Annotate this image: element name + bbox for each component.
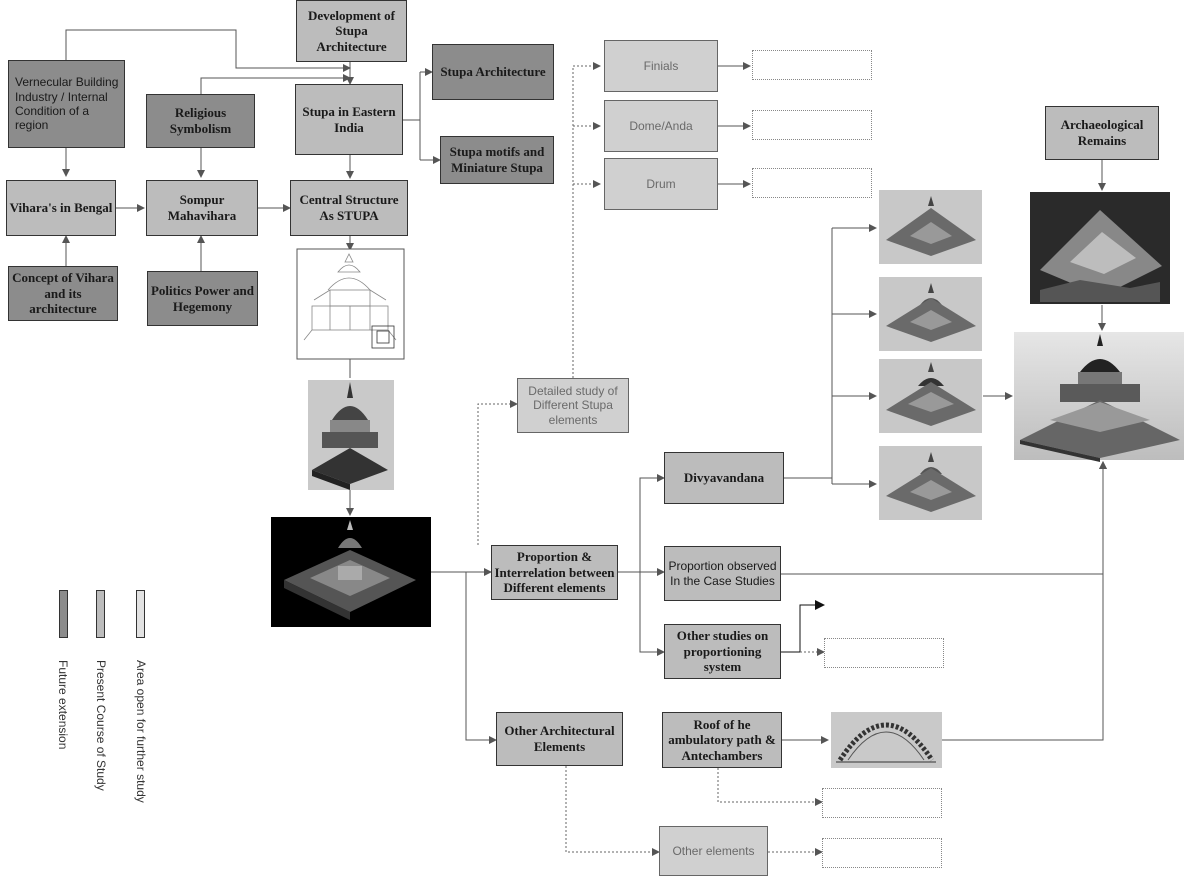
divyavandana-box: Divyavandana [664,452,784,504]
final-stupa-render [1014,332,1184,462]
drum-open-box [752,168,872,198]
other-architectural-box: Other Architectural Elements [496,712,623,766]
legend-present-swatch [96,590,105,638]
roof-open-box [822,788,942,818]
sompur-box: Sompur Mahavihara [146,180,258,236]
divyavandana-render-4 [879,446,982,520]
vernacular-box: Vernecular Building Industry / Internal … [8,60,125,148]
detailed-study-box: Detailed study of Different Stupa elemen… [517,378,629,433]
archaeological-remains-box: Archaeological Remains [1045,106,1159,160]
divyavandana-render-2 [879,277,982,351]
other-studies-open-box [824,638,944,668]
archaeological-photo [1030,192,1170,304]
legend-open-swatch [136,590,145,638]
other-elements-box: Other elements [659,826,768,876]
dome-open-box [752,110,872,140]
finials-box: Finials [604,40,718,92]
dotted-connectors [477,62,825,856]
legend-future-label: Future extension [56,660,70,750]
stupa-motifs-box: Stupa motifs and Miniature Stupa [440,136,554,184]
stupa-dark-render-image [271,517,431,627]
finials-open-box [752,50,872,80]
politics-power-box: Politics Power and Hegemony [147,271,258,326]
stupa-architecture-box: Stupa Architecture [432,44,554,100]
stupa-eastern-india-box: Stupa in Eastern India [295,84,403,155]
legend-open-label: Area open for further study [134,660,148,803]
other-studies-box: Other studies on proportioning system [664,624,781,679]
viharas-bengal-box: Vihara's in Bengal [6,180,116,236]
proportion-interrelation-box: Proportion & Interrelation between Diffe… [491,545,618,600]
stupa-render-image [308,380,394,490]
legend-present-label: Present Course of Study [94,660,108,791]
stupa-sketch-image [296,248,405,360]
concept-vihara-box: Concept of Vihara and its architecture [8,266,118,321]
proportion-observed-box: Proportion observed In the Case Studies [664,546,781,601]
connectors [62,29,1107,744]
development-box: Development of Stupa Architecture [296,0,407,62]
other-elements-open-box [822,838,942,868]
central-structure-box: Central Structure As STUPA [290,180,408,236]
divyavandana-render-1 [879,190,982,264]
drum-box: Drum [604,158,718,210]
religious-symbolism-box: Religious Symbolism [146,94,255,148]
legend-future-swatch [59,590,68,638]
roof-ambulatory-box: Roof of he ambulatory path & Antechamber… [662,712,782,768]
dome-anda-box: Dome/Anda [604,100,718,152]
roof-arch-image [831,712,942,768]
divyavandana-render-3 [879,359,982,433]
